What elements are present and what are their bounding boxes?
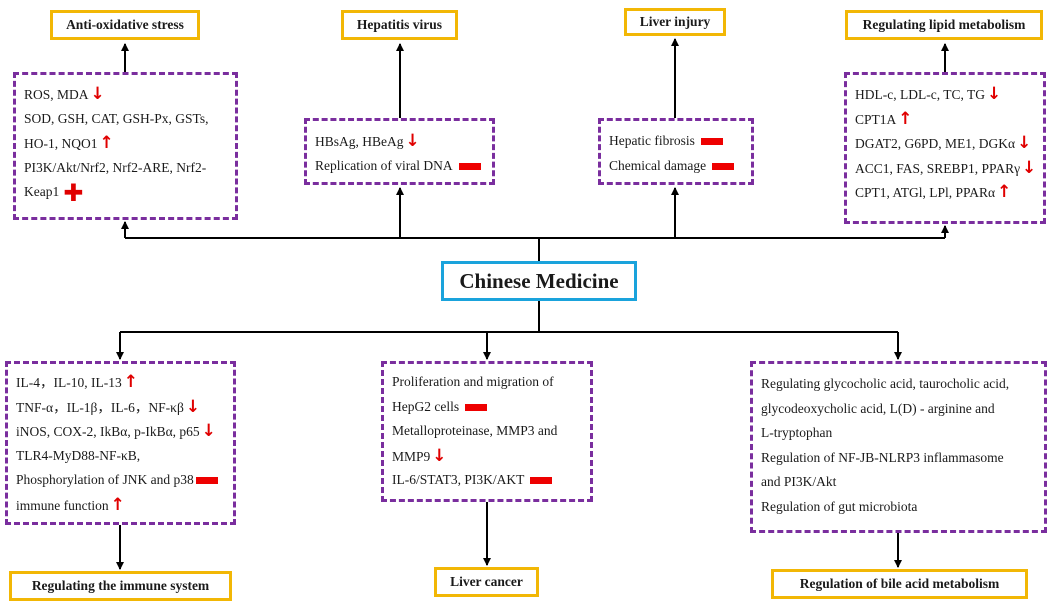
title-regulating-immune-system: Regulating the immune system: [9, 571, 232, 601]
down-arrow-icon: ↓: [432, 445, 447, 466]
box-liver-cancer: Proliferation and migration of HepG2 cel…: [381, 361, 593, 502]
item-tnf: TNF-α，IL-1β，IL-6，NF-κβ↓: [16, 396, 201, 417]
item-cpt1: CPT1, ATGl, LPl, PPARα↑: [855, 182, 1012, 202]
item-il6-stat3: IL-6/STAT3, PI3K/AKT: [392, 468, 584, 493]
up-arrow-icon: ↑: [997, 182, 1012, 202]
item-glycodeoxycholic: glycodeoxycholic acid, L(D) - arginine a…: [761, 400, 995, 416]
down-arrow-icon: ↓: [986, 84, 1002, 104]
box-regulating-immune-system: IL-4，IL-10, IL-13↑ TNF-α，IL-1β，IL-6，NF-κ…: [5, 361, 236, 525]
item-keap1: Keap1✚: [24, 178, 84, 207]
item-sod-gsh: SOD, GSH, CAT, GSH-Px, GSTs,: [24, 110, 209, 126]
item-tlr4: TLR4-MyD88-NF-κB,: [16, 447, 141, 463]
center-chinese-medicine: Chinese Medicine: [441, 261, 637, 301]
item-jnk-p38: Phosphorylation of JNK and p38: [16, 468, 227, 493]
item-dgat2: DGAT2, G6PD, ME1, DGKα↓: [855, 133, 1032, 153]
up-arrow-icon: ↑: [99, 133, 114, 153]
no-change-bar-icon: [195, 477, 218, 485]
down-arrow-icon: ↓: [201, 421, 216, 441]
box-hepatitis-virus: HBsAg, HBeAg↓ Replication of viral DNA: [304, 118, 495, 185]
no-change-bar-icon: [530, 477, 553, 485]
item-metalloproteinase: Metalloproteinase, MMP3 and: [392, 423, 558, 438]
plus-icon: ✚: [63, 178, 84, 207]
item-inos: iNOS, COX-2, IkBα, p-IkBα, p65↓: [16, 421, 216, 441]
item-chemical-damage: Chemical damage: [609, 154, 745, 179]
item-proliferation: Proliferation and migration of: [392, 374, 554, 389]
down-arrow-icon: ↓: [1017, 133, 1032, 153]
down-arrow-icon: ↓: [405, 131, 420, 151]
item-pi3k-nrf2: PI3K/Akt/Nrf2, Nrf2-ARE, Nrf2-: [24, 159, 207, 175]
item-hepatic-fibrosis: Hepatic fibrosis: [609, 129, 745, 154]
no-change-bar-icon: [700, 138, 723, 146]
title-liver-injury: Liver injury: [624, 8, 726, 36]
no-change-bar-icon: [465, 403, 488, 411]
item-hbsag-hbeag: HBsAg, HBeAg↓: [315, 131, 420, 151]
title-regulation-bile-acid: Regulation of bile acid metabolism: [771, 569, 1028, 599]
down-arrow-icon: ↓: [90, 84, 105, 104]
item-hdl-ldl: HDL-c, LDL-c, TC, TG↓: [855, 84, 1002, 104]
no-change-bar-icon: [458, 162, 481, 170]
item-ho1-nqo1: HO-1, NQO1↑: [24, 133, 114, 153]
title-anti-oxidative-stress: Anti-oxidative stress: [50, 10, 200, 40]
item-pi3k-akt: and PI3K/Akt: [761, 474, 837, 489]
title-regulating-lipid-metabolism: Regulating lipid metabolism: [845, 10, 1043, 40]
item-il4-il10: IL-4，IL-10, IL-13↑: [16, 372, 138, 392]
item-viral-dna: Replication of viral DNA: [315, 154, 486, 179]
item-glycocholic: Regulating glycocholic acid, taurocholic…: [761, 376, 1010, 391]
up-arrow-icon: ↑: [898, 108, 913, 129]
title-hepatitis-virus: Hepatitis virus: [341, 10, 458, 40]
item-gut-microbiota: Regulation of gut microbiota: [761, 498, 918, 514]
no-change-bar-icon: [712, 162, 735, 170]
item-acc1: ACC1, FAS, SREBP1, PPARγ↓: [855, 157, 1037, 178]
box-anti-oxidative-stress: ROS, MDA↓ SOD, GSH, CAT, GSH-Px, GSTs, H…: [13, 72, 238, 220]
item-immune-function: immune function↑: [16, 494, 125, 515]
box-regulating-lipid-metabolism: HDL-c, LDL-c, TC, TG↓ CPT1A↑ DGAT2, G6PD…: [844, 72, 1046, 224]
down-arrow-icon: ↓: [185, 396, 201, 417]
down-arrow-icon: ↓: [1022, 157, 1037, 178]
item-mmp9: MMP9↓: [392, 445, 447, 466]
item-hepg2: HepG2 cells: [392, 395, 584, 420]
up-arrow-icon: ↑: [110, 494, 125, 515]
title-liver-cancer: Liver cancer: [434, 567, 539, 597]
item-cpt1a: CPT1A↑: [855, 108, 913, 129]
up-arrow-icon: ↑: [123, 372, 138, 392]
item-tryptophan: L-tryptophan: [761, 425, 833, 440]
item-nlrp3: Regulation of NF-JB-NLRP3 inflammasome: [761, 449, 1004, 465]
box-regulation-bile-acid: Regulating glycocholic acid, taurocholic…: [750, 361, 1047, 533]
item-ros-mda: ROS, MDA↓: [24, 84, 105, 104]
box-liver-injury: Hepatic fibrosis Chemical damage: [598, 118, 754, 185]
